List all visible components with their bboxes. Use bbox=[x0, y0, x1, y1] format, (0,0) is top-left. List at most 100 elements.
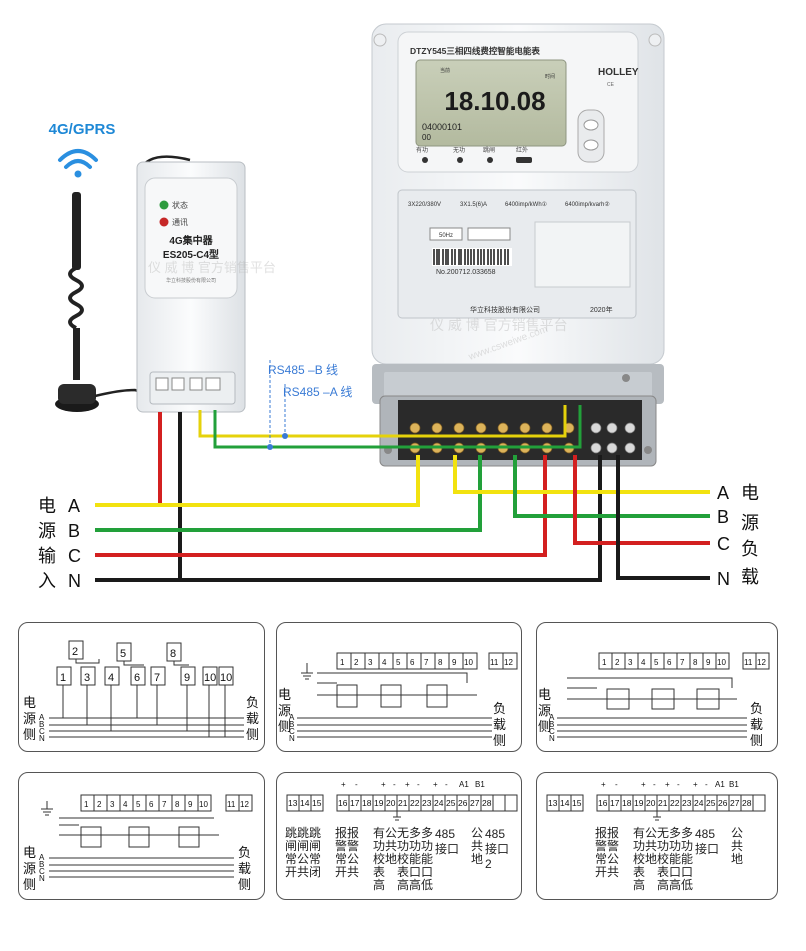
p5-num-22: 22 bbox=[410, 798, 420, 808]
p2-num-6: 6 bbox=[410, 658, 415, 667]
p4-abcn-0: A bbox=[39, 853, 45, 862]
p4-num-2: 2 bbox=[97, 800, 102, 809]
lcd-code: 04000101 bbox=[422, 122, 462, 132]
p2-num-2: 2 bbox=[354, 658, 359, 667]
p3-right-1: 载 bbox=[750, 717, 763, 732]
p3-abcn-0: A bbox=[549, 713, 555, 722]
right-phase-n: N bbox=[717, 569, 730, 589]
p4-num-11: 11 bbox=[227, 800, 236, 809]
p2-left-0: 电 bbox=[278, 687, 291, 702]
p3-num-7: 7 bbox=[680, 658, 685, 667]
right-char-0: 电 bbox=[741, 483, 759, 503]
p1-num-4: 4 bbox=[108, 672, 114, 684]
left-input-labels: 电 源 输 入 A B C N bbox=[38, 496, 81, 591]
p1-left-2: 侧 bbox=[23, 727, 36, 742]
p6-num-14: 14 bbox=[560, 798, 570, 808]
p4-num-1: 1 bbox=[84, 800, 89, 809]
p1-abcn-1: B bbox=[39, 720, 44, 729]
lcd-small: 00 bbox=[422, 133, 431, 142]
p5-col-common-gnd: 公共地 bbox=[385, 826, 398, 866]
right-load-labels: A B C N 电 源 负 载 bbox=[717, 483, 759, 589]
p2-right-0: 负 bbox=[493, 701, 506, 716]
p6-col-485: 485接口 bbox=[695, 827, 720, 856]
p4-left-2: 侧 bbox=[23, 877, 36, 892]
spec-const2: 6400imp/kvarh② bbox=[565, 201, 610, 208]
energy-meter: DTZY545三相四线费控智能电能表 HOLLEY CE 当前 时间 18.10… bbox=[371, 23, 665, 467]
p6-sign-5: - bbox=[677, 780, 680, 789]
p1-num-7: 7 bbox=[154, 672, 160, 684]
left-phase-n: N bbox=[68, 571, 81, 591]
p6-num-23: 23 bbox=[682, 798, 692, 808]
p5-sign-1: - bbox=[355, 780, 358, 789]
p5-col-alarm-open: 报警常开 bbox=[335, 826, 348, 879]
right-phase-a: A bbox=[717, 483, 729, 503]
meter-year: 2020年 bbox=[590, 305, 613, 314]
p2-abcn-0: A bbox=[289, 713, 295, 722]
p2-left-2: 侧 bbox=[278, 719, 291, 734]
p5-num-14: 14 bbox=[300, 798, 310, 808]
p6-sign-7: - bbox=[705, 780, 708, 789]
right-char-3: 载 bbox=[741, 567, 759, 587]
p6-num-20: 20 bbox=[646, 798, 656, 808]
meter-freq: 50Hz bbox=[439, 233, 453, 239]
p6-sign-6: + bbox=[693, 780, 698, 789]
p5-col-multi-high: 多功能口高 bbox=[409, 826, 422, 892]
p6-sign-3: - bbox=[653, 780, 656, 789]
p5-num-20: 20 bbox=[386, 798, 396, 808]
p6-sign-8: A1 bbox=[715, 780, 725, 789]
p2-abcn-1: B bbox=[289, 720, 294, 729]
p6-num-28: 28 bbox=[742, 798, 752, 808]
concentrator-model: ES205-C4型 bbox=[163, 248, 219, 261]
p6-col-alarm-common: 报警公共 bbox=[607, 826, 620, 879]
left-char-0: 电 bbox=[38, 496, 56, 516]
p5-num-24: 24 bbox=[434, 798, 444, 808]
p3-abcn-2: C bbox=[549, 727, 555, 736]
p4-right-0: 负 bbox=[238, 845, 251, 860]
p5-num-23: 23 bbox=[422, 798, 432, 808]
p4-num-7: 7 bbox=[162, 800, 167, 809]
p1-num-5: 5 bbox=[120, 648, 126, 660]
p3-left-0: 电 bbox=[538, 687, 551, 702]
spec-const1: 6400imp/kWh① bbox=[505, 201, 547, 208]
p2-num-7: 7 bbox=[424, 658, 429, 667]
meter-title: DTZY545三相四线费控智能电能表 bbox=[410, 46, 540, 56]
p6-sign-2: + bbox=[641, 780, 646, 789]
p3-right-0: 负 bbox=[750, 701, 763, 716]
wiring-diagram-2: 1 2 3 4 5 6 7 8 9 10 11 12 A B C N 电 源 侧… bbox=[276, 622, 522, 752]
p6-num-25: 25 bbox=[706, 798, 716, 808]
p3-abcn-1: B bbox=[549, 720, 554, 729]
p5-col-multi-low: 多功能口低 bbox=[421, 826, 434, 892]
p4-num-9: 9 bbox=[188, 800, 193, 809]
p5-col-485-1: 485接口 bbox=[435, 827, 460, 856]
p3-left-1: 源 bbox=[538, 703, 551, 718]
p2-num-4: 4 bbox=[382, 658, 387, 667]
p1-abcn-2: C bbox=[39, 727, 45, 736]
p2-num-10: 10 bbox=[464, 658, 473, 667]
p2-abcn-3: N bbox=[289, 734, 295, 743]
p3-num-1: 1 bbox=[602, 658, 607, 667]
p6-sign-4: + bbox=[665, 780, 670, 789]
p2-num-11: 11 bbox=[490, 658, 499, 667]
concentrator: 状态 通讯 4G集中器 ES205-C4型 华立科技股份有限公司 bbox=[136, 161, 246, 413]
wiring-diagram-3: 1 2 3 4 5 6 7 8 9 10 11 12 A B C N 电 源 侧… bbox=[536, 622, 778, 752]
p5-col-485-2: 485接口2 bbox=[485, 827, 510, 871]
meter-lcd bbox=[415, 59, 567, 147]
p1-right-1: 载 bbox=[246, 711, 259, 726]
p5-sign-5: - bbox=[417, 780, 420, 789]
left-phase-c: C bbox=[68, 546, 81, 566]
p1-num-3: 3 bbox=[84, 672, 90, 684]
p1-num-8: 8 bbox=[170, 648, 176, 660]
p5-sign-6: + bbox=[433, 780, 438, 789]
p1-num-9: 9 bbox=[184, 672, 190, 684]
right-phase-b: B bbox=[717, 507, 729, 527]
concentrator-status-label: 状态 bbox=[172, 200, 188, 210]
p3-abcn-3: N bbox=[549, 734, 555, 743]
meter-serial: No.200712.033658 bbox=[436, 269, 496, 276]
terminal-block bbox=[379, 395, 657, 467]
p6-num-18: 18 bbox=[622, 798, 632, 808]
rs485-a-label: RS485 –A 线 bbox=[283, 385, 352, 399]
p1-right-2: 侧 bbox=[246, 727, 259, 742]
p2-left-1: 源 bbox=[278, 703, 291, 718]
wiring-illustration: 4G/GPRS 状态 通讯 4G集中器 ES205-C4型 华立科技股份有限公司 bbox=[38, 23, 759, 591]
p4-num-12: 12 bbox=[240, 800, 249, 809]
